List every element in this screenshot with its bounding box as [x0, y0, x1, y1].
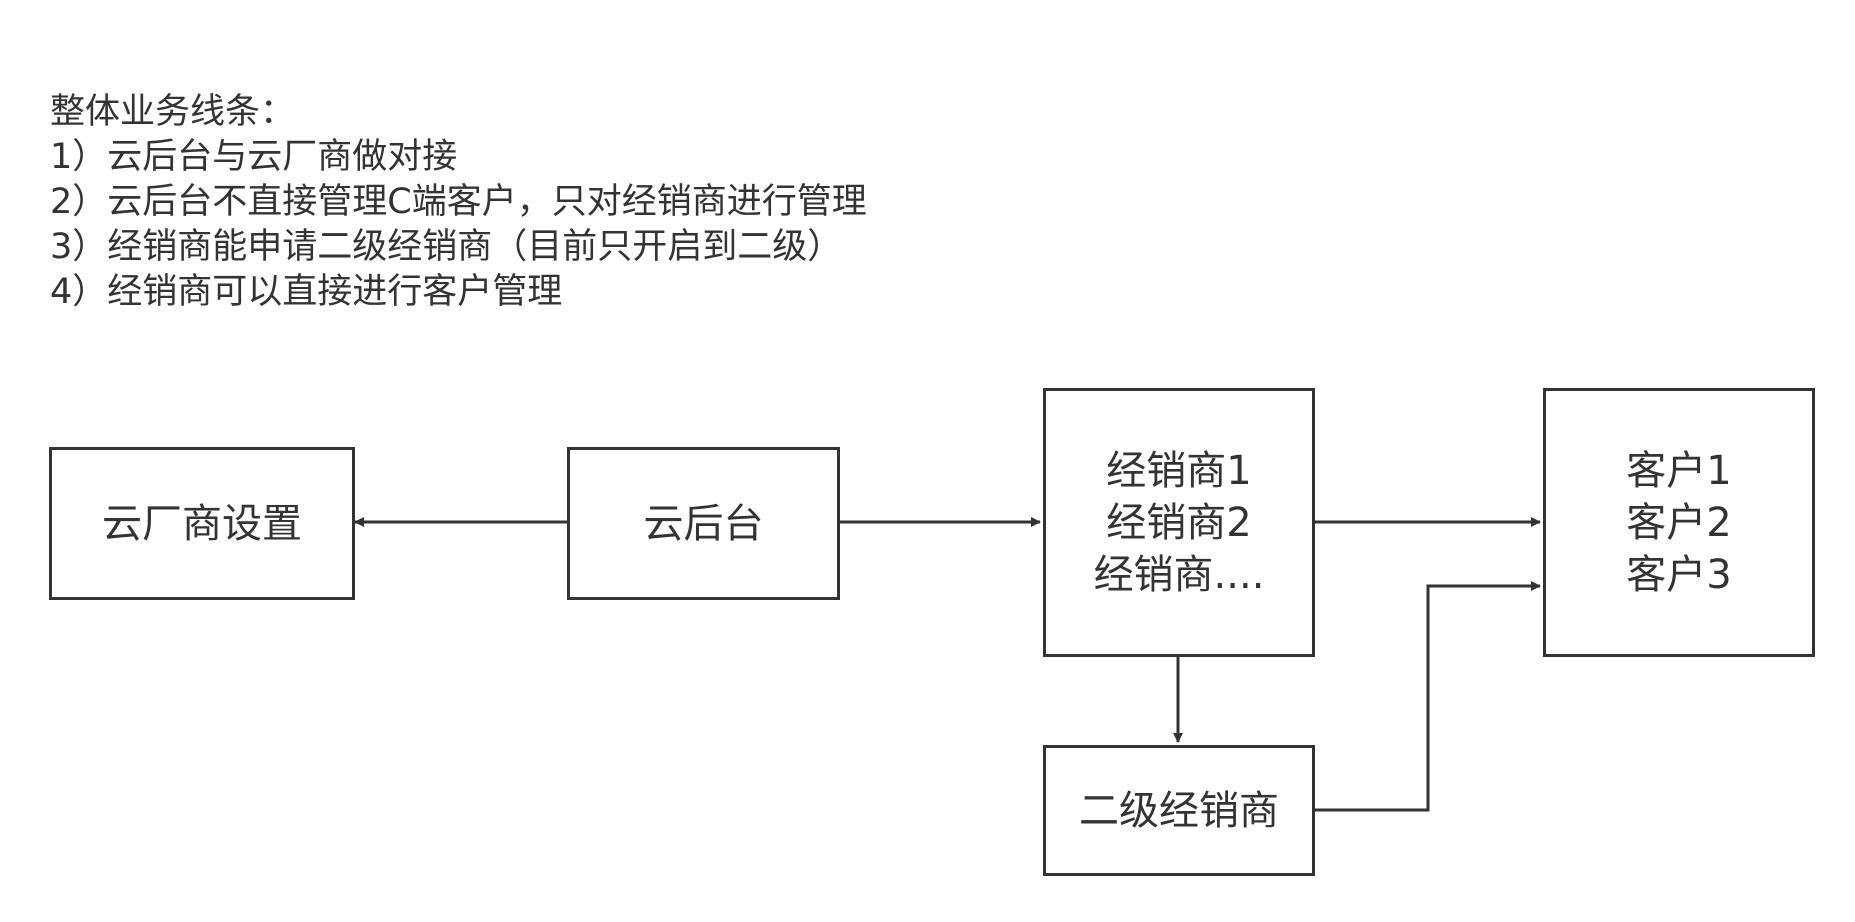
notes-line-4: 4）经销商可以直接进行客户管理 — [50, 272, 563, 312]
vendor-settings-box: 云厂商设置 — [49, 447, 355, 600]
customer-label-1: 客户1 — [1626, 447, 1732, 494]
notes-line-2: 2）云后台不直接管理C端客户，只对经销商进行管理 — [50, 182, 867, 222]
notes-line-3: 3）经销商能申请二级经销商（目前只开启到二级） — [50, 227, 843, 267]
customer-label-2: 客户2 — [1626, 499, 1732, 546]
notes-block: 整体业务线条： 1）云后台与云厂商做对接 2）云后台不直接管理C端客户，只对经销… — [50, 90, 867, 315]
notes-title: 整体业务线条： — [50, 92, 296, 132]
sub-dealer-box: 二级经销商 — [1043, 745, 1315, 876]
customer-label-3: 客户3 — [1626, 551, 1732, 598]
dealer-label-3: 经销商.... — [1093, 551, 1265, 598]
cloud-backend-label: 云后台 — [643, 500, 764, 547]
sub-dealer-label: 二级经销商 — [1079, 787, 1279, 834]
dealers-box: 经销商1 经销商2 经销商.... — [1043, 388, 1315, 657]
vendor-settings-label: 云厂商设置 — [102, 500, 302, 547]
notes-line-1: 1）云后台与云厂商做对接 — [50, 137, 458, 177]
arrow-subdealer-to-customers — [1315, 581, 1541, 812]
dealer-label-1: 经销商1 — [1106, 447, 1252, 494]
cloud-backend-box: 云后台 — [567, 447, 840, 600]
dealer-label-2: 经销商2 — [1106, 499, 1252, 546]
customers-box: 客户1 客户2 客户3 — [1543, 388, 1815, 657]
